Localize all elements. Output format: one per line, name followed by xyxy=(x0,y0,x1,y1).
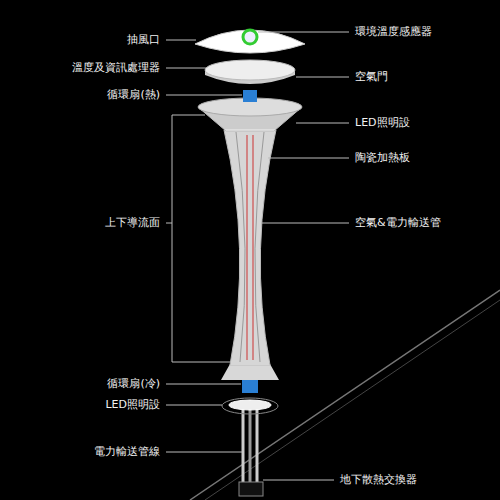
part-label: 電力輸送管線 xyxy=(94,445,160,459)
hot-fan xyxy=(243,90,257,102)
leader-line xyxy=(263,480,334,481)
leader-line xyxy=(166,452,242,453)
leader-line xyxy=(296,123,349,124)
part-label: 空氣&電力輸送管 xyxy=(355,216,441,230)
leader-line xyxy=(166,384,241,385)
part-label: 循環扇(冷) xyxy=(107,377,160,391)
part-label: 空氣門 xyxy=(355,70,388,84)
guide-line xyxy=(236,132,245,362)
power-pipe xyxy=(242,408,245,484)
part-label: LED照明設 xyxy=(355,116,410,130)
bottom-flare xyxy=(221,364,279,380)
leader-lines xyxy=(166,32,349,480)
part-label: 溫度及資訊處理器 xyxy=(72,61,160,75)
part-label: 抽風口 xyxy=(127,33,160,47)
heat-exchanger xyxy=(239,482,263,496)
bracket-line xyxy=(172,115,173,362)
led-ring xyxy=(222,398,278,414)
guide-line xyxy=(255,132,264,362)
tower-body xyxy=(224,130,276,365)
leader-line xyxy=(166,40,196,41)
leader-line xyxy=(166,223,172,224)
leader-line xyxy=(166,95,242,96)
heater-line xyxy=(253,135,254,360)
temp-sensor xyxy=(243,30,257,44)
heater-line xyxy=(247,135,248,360)
leader-line xyxy=(166,68,206,69)
leader-line xyxy=(268,158,349,159)
cold-fan xyxy=(242,380,258,393)
leader-line xyxy=(258,32,349,33)
bracket-line xyxy=(172,362,230,363)
part-label: 上下導流面 xyxy=(105,216,160,230)
leader-line xyxy=(296,77,349,78)
part-label: 環境溫度感應器 xyxy=(355,25,432,39)
bracket-line xyxy=(172,115,205,116)
part-label: 陶瓷加熱板 xyxy=(355,151,410,165)
part-label: 地下散熱交換器 xyxy=(340,473,417,487)
led-ring xyxy=(229,400,271,410)
leader-line xyxy=(262,223,349,224)
part-label: 循環扇(熱) xyxy=(107,88,160,102)
leader-line xyxy=(166,405,222,406)
power-pipe xyxy=(249,408,252,484)
power-pipe xyxy=(256,408,259,484)
top-cap xyxy=(195,30,305,53)
processor-disc xyxy=(205,60,295,80)
part-label: LED照明設 xyxy=(105,398,160,412)
